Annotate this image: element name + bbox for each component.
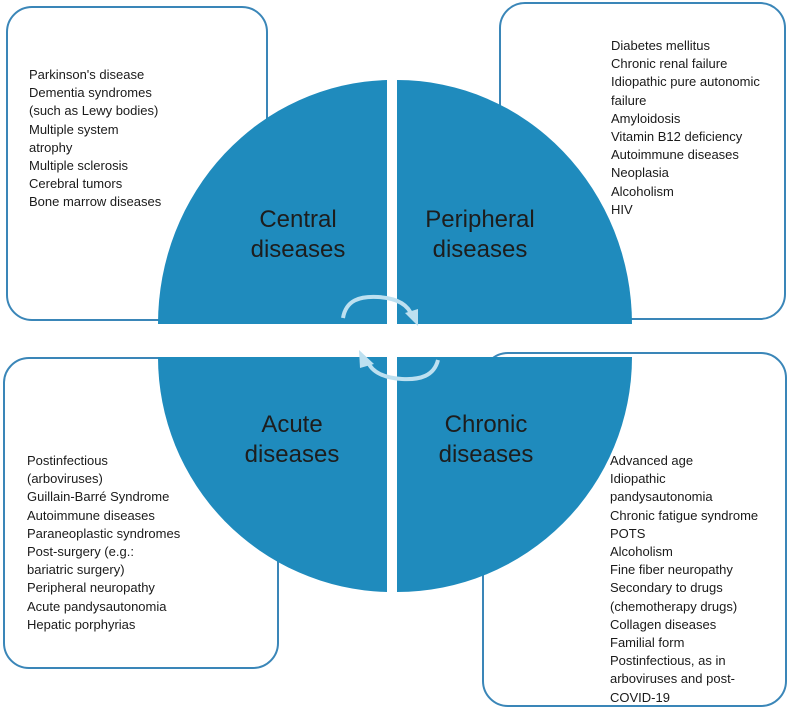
label-line: Acute <box>261 411 323 438</box>
list-item: Chronic fatigue syndrome <box>610 507 759 523</box>
list-item: Collagen diseases <box>610 616 717 632</box>
list-item: COVID-19 <box>610 689 670 705</box>
list-item: Post-surgery (e.g.: <box>27 544 134 560</box>
list-item: Dementia syndromes <box>29 85 152 101</box>
list-item: Postinfectious <box>27 453 108 468</box>
list-item: Acute pandysautonomia <box>27 598 167 614</box>
list-item: bariatric surgery) <box>27 562 125 578</box>
list-item: Alcoholism <box>610 544 673 560</box>
list-item: Guillain-Barré Syndrome <box>27 489 170 505</box>
list-item: Autoimmune diseases <box>611 147 739 163</box>
label-line: diseases <box>250 236 346 263</box>
list-item: Multiple system <box>29 121 119 137</box>
label-line: Peripheral <box>425 206 535 233</box>
central-diseases-label: Central diseases <box>228 205 368 265</box>
list-item: Idiopathic <box>610 471 666 487</box>
list-item: Chronic renal failure <box>611 56 728 72</box>
label-line: diseases <box>432 236 528 263</box>
cycle-arrows-icon <box>341 294 440 382</box>
label-line: Central <box>259 206 337 233</box>
list-item: Hepatic porphyrias <box>27 616 136 632</box>
list-item: pandysautonomia <box>610 489 713 505</box>
acute-diseases-label: Acute diseases <box>222 410 362 470</box>
list-item: Peripheral neuropathy <box>27 580 155 596</box>
list-item: (arboviruses) <box>27 471 103 487</box>
list-item: Bone marrow diseases <box>29 194 162 210</box>
quadrant-central <box>158 80 387 324</box>
list-item: arboviruses and post- <box>610 671 736 687</box>
list-item: Amyloidosis <box>611 110 681 126</box>
acute-diseases-list: Postinfectious (arboviruses) Guillain-Barr… <box>27 452 217 634</box>
list-item: Multiple sclerosis <box>29 158 128 174</box>
list-item: Diabetes mellitus <box>611 38 710 53</box>
quadrant-peripheral <box>397 80 632 324</box>
list-item: failure <box>611 92 647 108</box>
peripheral-diseases-label: Peripheral diseases <box>400 205 560 265</box>
chronic-diseases-label: Chronic diseases <box>406 410 566 470</box>
list-item: POTS <box>610 525 646 541</box>
list-item: Alcoholism <box>611 183 674 199</box>
list-item: (chemotherapy drugs) <box>610 598 738 614</box>
quadrant-chronic <box>397 357 632 592</box>
list-item: Autoimmune diseases <box>27 507 155 523</box>
list-item: Vitamin B12 deficiency <box>611 129 743 145</box>
list-item: Secondary to drugs <box>610 580 723 596</box>
label-line: Chronic <box>444 411 528 438</box>
label-line: diseases <box>438 441 534 468</box>
list-item: Neoplasia <box>611 165 669 181</box>
list-item: Cerebral tumors <box>29 176 123 192</box>
list-item: (such as Lewy bodies) <box>29 103 159 119</box>
list-item: atrophy <box>29 139 73 155</box>
list-item: Advanced age <box>610 453 694 468</box>
quadrant-acute <box>157 357 387 592</box>
list-item: Parkinson's disease <box>29 67 145 82</box>
list-item: Paraneoplastic syndromes <box>27 525 181 541</box>
list-item: HIV <box>611 201 633 217</box>
list-item: Familial form <box>610 635 685 651</box>
list-item: Idiopathic pure autonomic <box>611 74 760 90</box>
list-item: Fine fiber neuropathy <box>610 562 733 578</box>
list-item: Postinfectious, as in <box>610 653 726 669</box>
label-line: diseases <box>244 441 340 468</box>
